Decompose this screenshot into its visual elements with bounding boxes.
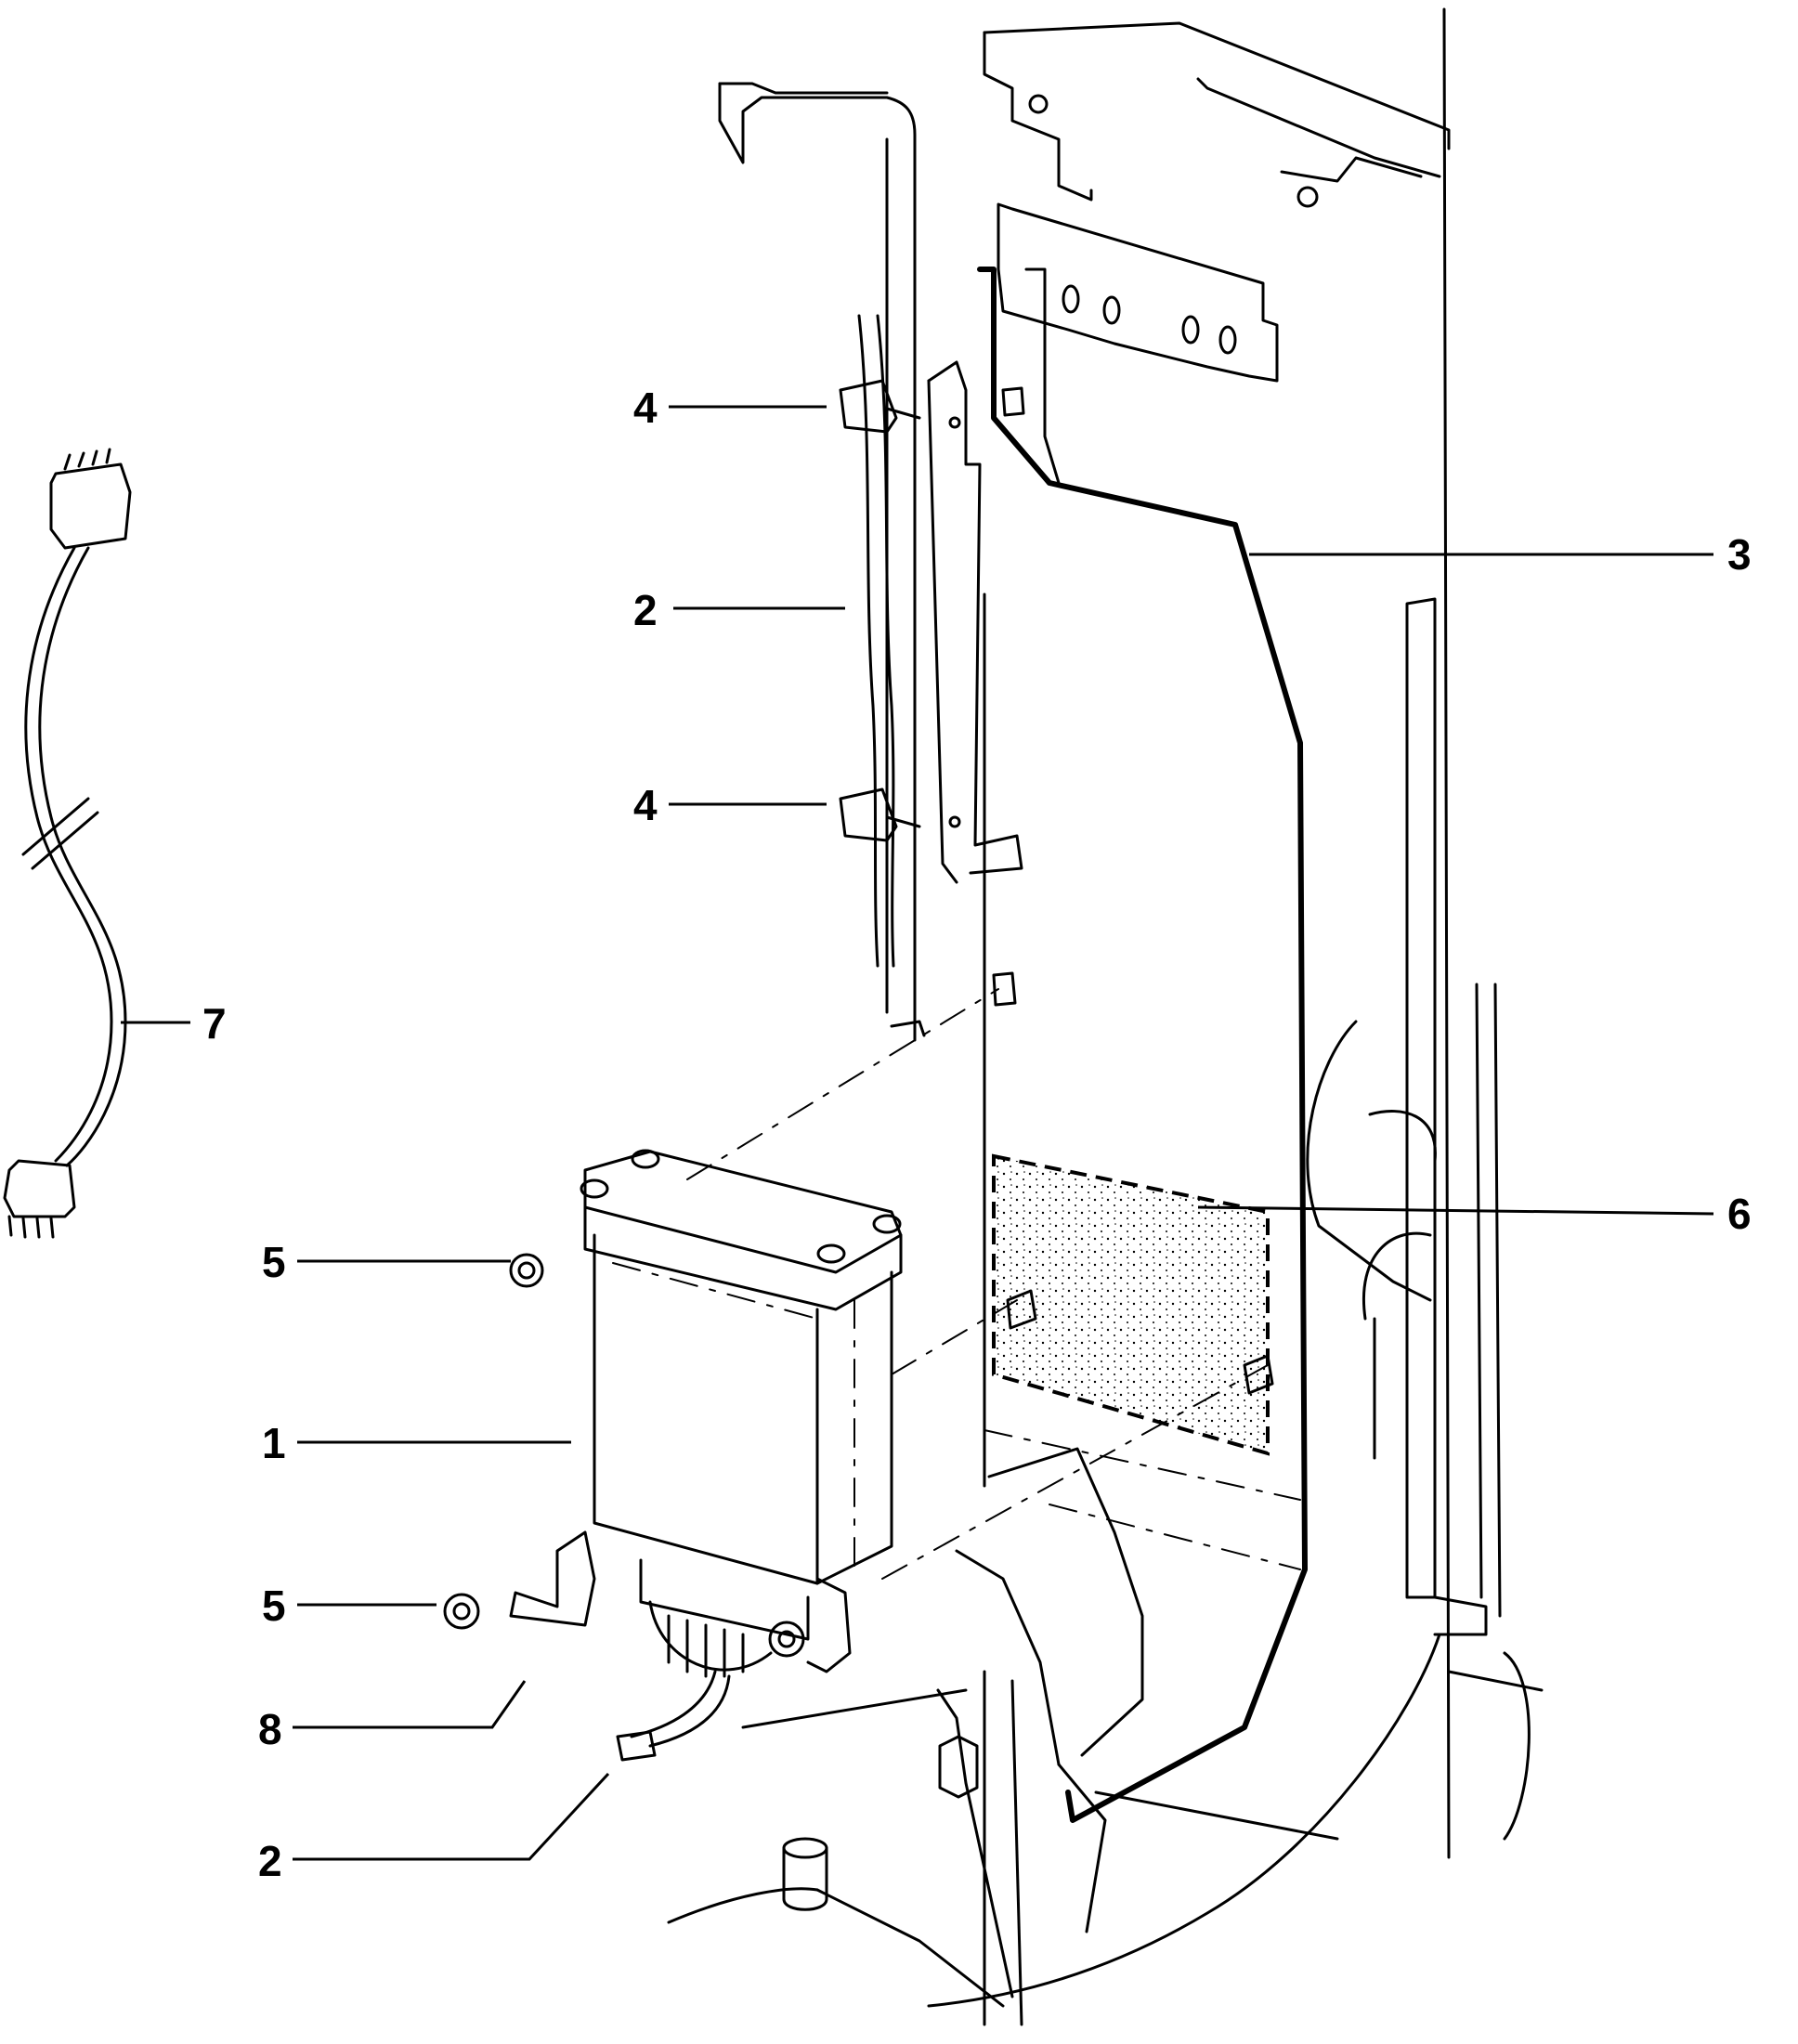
harness-jumper-7	[3, 448, 132, 1239]
callout-1: 1	[262, 1419, 286, 1467]
callout-4-lower: 4	[633, 781, 658, 829]
wiring-harness-upper	[718, 82, 1025, 1042]
callout-7: 7	[202, 999, 227, 1048]
control-unit-1	[443, 988, 1274, 1762]
callout-6: 6	[1727, 1190, 1752, 1238]
callout-4-upper: 4	[633, 384, 658, 432]
callout-8: 8	[258, 1705, 282, 1753]
callout-labels: 1 2 2 3 4 4 5 5 6 7 8	[202, 384, 1752, 1885]
mounting-area-6	[992, 1153, 1270, 1456]
callout-2-upper: 2	[633, 586, 658, 634]
callout-3: 3	[1727, 530, 1752, 579]
leader-lines	[121, 405, 1714, 1861]
callout-2-lower: 2	[258, 1837, 282, 1885]
cab-structure	[667, 7, 1544, 2026]
callout-5-upper: 5	[262, 1238, 286, 1286]
callout-5-lower: 5	[262, 1582, 286, 1630]
